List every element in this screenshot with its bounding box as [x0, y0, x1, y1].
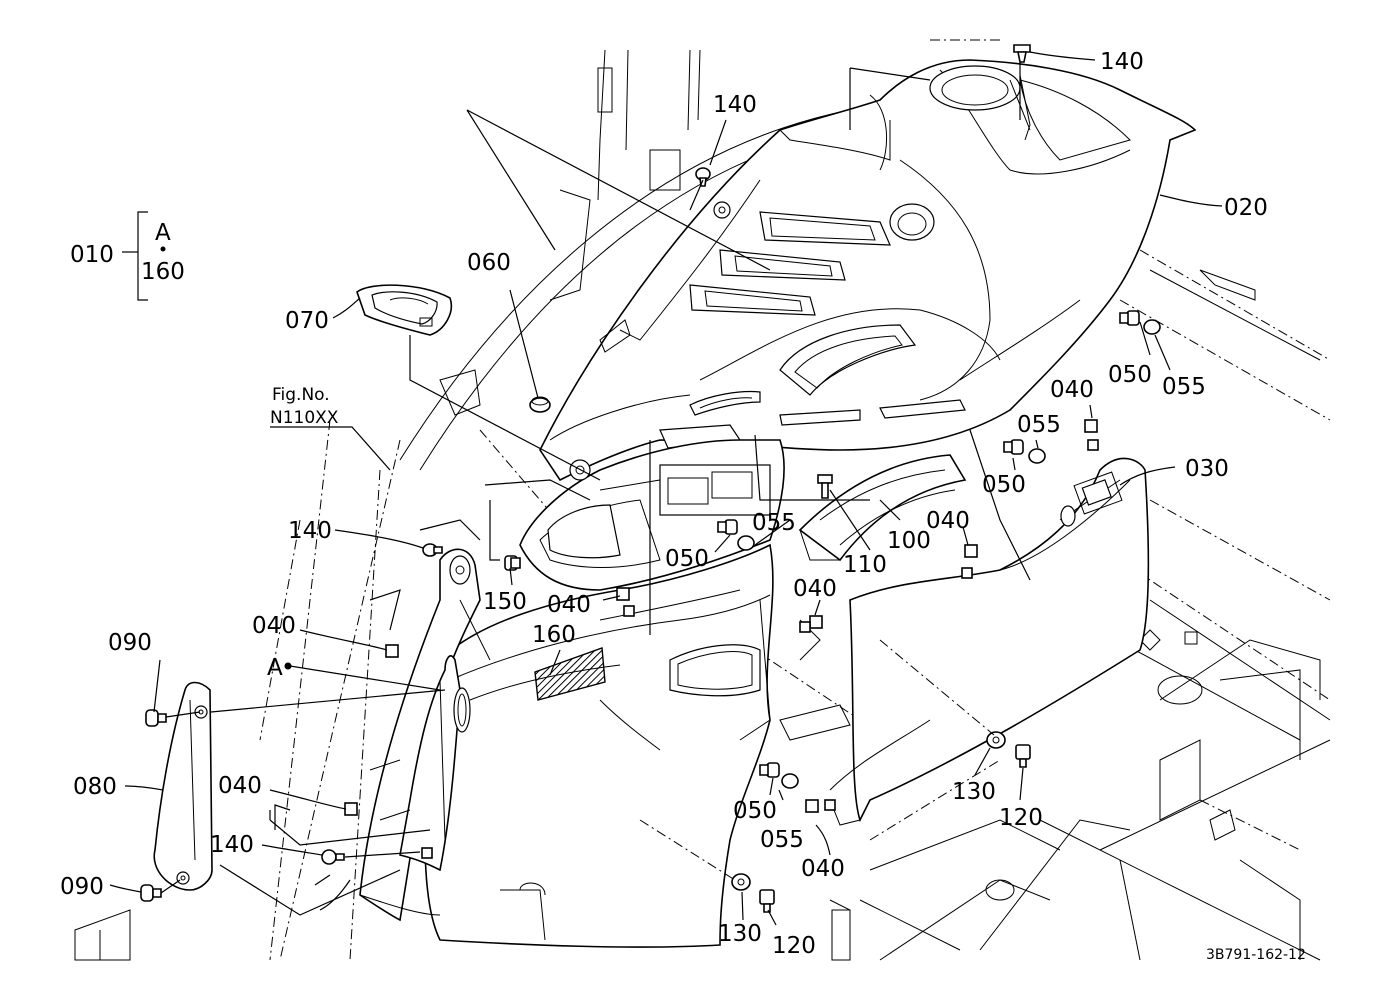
callout-140-low: 140: [210, 832, 254, 858]
callout-040-d: 040: [793, 576, 837, 602]
bolt-050-b: [1003, 439, 1024, 455]
bolt-120-a: [1015, 744, 1031, 768]
part-160-label: [534, 647, 606, 701]
callout-030: 030: [1185, 456, 1229, 482]
clip-040-g: [805, 799, 836, 813]
callout-055-a: 055: [1162, 374, 1206, 400]
knob-090-a: [145, 709, 167, 727]
cap-055-d: [781, 773, 799, 789]
fastener-140-mid: [422, 543, 443, 557]
callout-100: 100: [887, 528, 931, 554]
callout-150: 150: [483, 589, 527, 615]
callout-070: 070: [285, 308, 329, 334]
callout-055-d: 055: [760, 827, 804, 853]
callout-040-f: 040: [218, 773, 262, 799]
callout-090-a: 090: [108, 630, 152, 656]
washer-130-b: [731, 873, 751, 891]
figure-ref-line1: Fig.No.: [272, 385, 330, 405]
fastener-140-upper: [695, 167, 711, 187]
callout-040-b: 040: [926, 508, 970, 534]
figure-ref-leader: [270, 426, 391, 471]
callout-040-a: 040: [1050, 377, 1094, 403]
washer-130-a: [986, 731, 1006, 749]
callout-040-e: 040: [252, 613, 296, 639]
callout-120-a: 120: [999, 805, 1043, 831]
callout-110: 110: [843, 552, 887, 578]
bolt-050-a: [1119, 310, 1140, 326]
callout-140-mid: 140: [288, 518, 332, 544]
callout-050-a: 050: [1108, 362, 1152, 388]
drawing-code: 3B791-162-12: [1206, 947, 1306, 963]
callout-040-g: 040: [801, 856, 845, 882]
clip-040-c: [616, 587, 635, 617]
bracket-top-label: A: [155, 220, 171, 246]
callout-055-b: 055: [1017, 412, 1061, 438]
callout-080: 080: [73, 774, 117, 800]
callout-090-b: 090: [60, 874, 104, 900]
callout-140-upper: 140: [713, 92, 757, 118]
bracket-bottom-label: 160: [141, 259, 185, 285]
leader-lines: [109, 51, 1223, 926]
part-020-upper-panel: [539, 59, 1197, 482]
bolt-120-b: [759, 889, 775, 913]
callout-050-c: 050: [665, 546, 709, 572]
clip-040-b: [961, 544, 978, 579]
grommet-060: [529, 396, 551, 413]
callout-labels: 140 140 020 060 070 050 055 040 055 050 …: [60, 49, 1306, 963]
callout-130-a: 130: [952, 779, 996, 805]
part-080-side-panel: [153, 681, 213, 891]
knob-090-b: [140, 884, 162, 902]
bracket-010: [122, 211, 166, 301]
figure-ref-line2: N110XX: [270, 408, 339, 428]
bolt-050-d: [759, 762, 780, 778]
point-marker-label: A: [267, 655, 283, 681]
callout-060: 060: [467, 250, 511, 276]
fastener-140-low: [321, 849, 345, 865]
part-100-trim: [798, 454, 967, 562]
callout-040-c: 040: [547, 592, 591, 618]
callout-055-c: 055: [752, 510, 796, 536]
clip-040-d: [799, 615, 823, 633]
clip-040-e: [385, 644, 399, 658]
screw-110: [817, 474, 833, 499]
cap-055-a: [1143, 319, 1161, 335]
clip-040-a: [1084, 419, 1099, 451]
fasteners: [140, 44, 1161, 913]
callout-120-b: 120: [772, 933, 816, 959]
cap-055-c: [737, 535, 755, 551]
part-030-lower-cowl: [424, 439, 1150, 948]
fastener-140-top: [1013, 44, 1031, 63]
callout-130-b: 130: [718, 921, 762, 947]
callout-020: 020: [1224, 195, 1268, 221]
callout-140-top: 140: [1100, 49, 1144, 75]
callout-050-b: 050: [982, 472, 1026, 498]
cap-055-b: [1028, 448, 1046, 464]
bolt-050-c: [717, 519, 738, 535]
bolt-150: [504, 555, 521, 571]
callout-160: 160: [532, 622, 576, 648]
callout-050-d: 050: [733, 798, 777, 824]
part-070-cup-holder: [356, 284, 452, 336]
left-pillar-cover: [359, 548, 491, 922]
bracket-part-label: 010: [70, 242, 114, 268]
